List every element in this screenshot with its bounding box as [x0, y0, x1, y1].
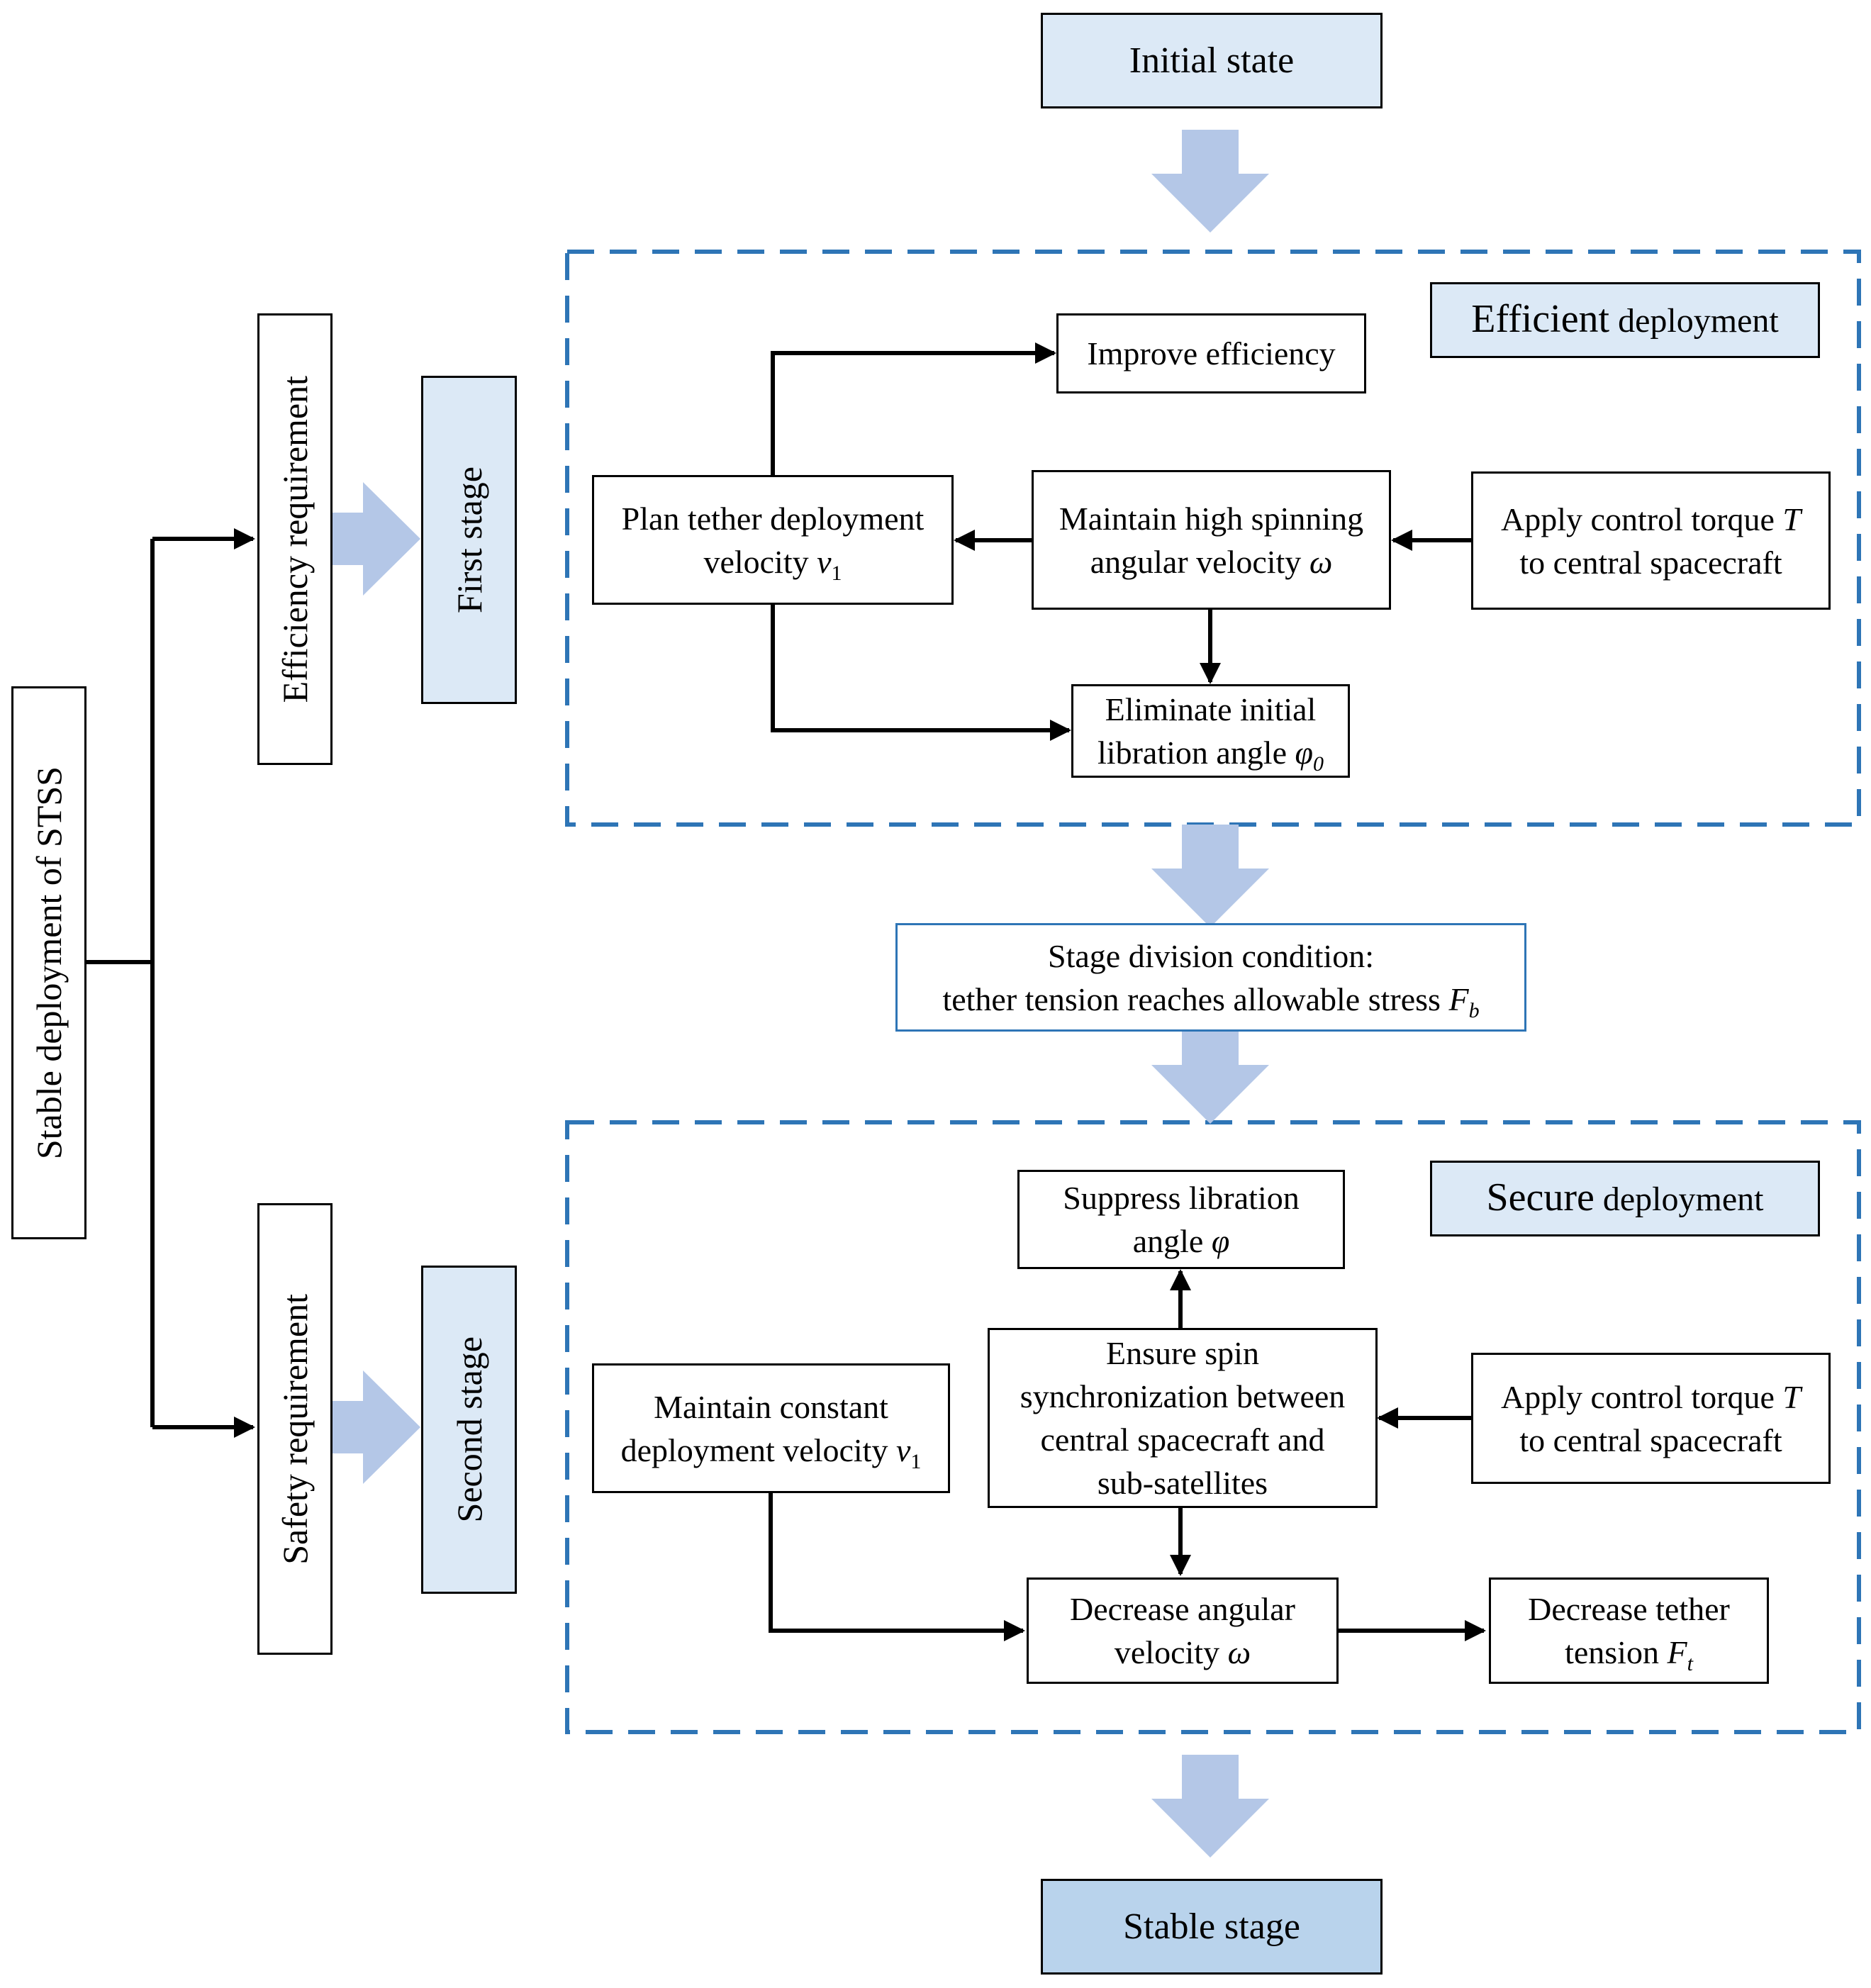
suppress-libration-line2: angle φ — [1132, 1223, 1230, 1259]
suppress-libration-node: Suppress libration angle φ — [1017, 1170, 1345, 1269]
ensure-spin-line1: Ensure spin — [1106, 1335, 1259, 1371]
root-node: Stable deployment of STSS — [11, 686, 86, 1239]
flow-plan-to-eliminate — [771, 605, 1071, 741]
plan-velocity-line1: Plan tether deployment — [621, 500, 925, 537]
improve-efficiency-node: Improve efficiency — [1056, 313, 1366, 393]
ensure-spin-line4: sub-satellites — [1097, 1465, 1268, 1501]
maintain-constant-velocity-node: Maintain constant deployment velocity v1 — [592, 1363, 950, 1493]
second-stage-label: Second stage — [449, 1336, 489, 1523]
efficiency-requirement-node: Efficiency requirement — [257, 313, 333, 765]
safety-requirement-label: Safety requirement — [275, 1293, 315, 1565]
decrease-angular-line2: velocity ω — [1114, 1634, 1251, 1670]
down-arrow-after-first — [1151, 825, 1269, 927]
decrease-tension-node: Decrease tether tension Ft — [1489, 1577, 1769, 1684]
ensure-spin-sync-node: Ensure spin synchronization between cent… — [988, 1328, 1378, 1508]
stage-division-line1: Stage division condition: — [1048, 937, 1374, 974]
efficiency-requirement-label: Efficiency requirement — [275, 375, 315, 703]
down-arrow-stable — [1151, 1755, 1269, 1858]
improve-efficiency-label: Improve efficiency — [1087, 335, 1336, 372]
second-stage-node: Second stage — [421, 1266, 517, 1594]
apply-torque-node-second: Apply control torque T to central spacec… — [1471, 1353, 1831, 1484]
apply-torque-first-line1: Apply control torque T — [1501, 501, 1801, 537]
right-arrow-second-stage — [332, 1370, 420, 1484]
eliminate-libration-node: Eliminate initial libration angle φ0 — [1071, 684, 1350, 778]
first-stage-node: First stage — [421, 376, 517, 704]
eliminate-libration-line1: Eliminate initial — [1105, 691, 1317, 727]
maintain-spinning-line2: angular velocity ω — [1090, 543, 1333, 580]
apply-torque-second-line1: Apply control torque T — [1501, 1378, 1801, 1415]
first-stage-label: First stage — [449, 467, 489, 613]
flow-plan-to-improve — [771, 342, 1056, 475]
safety-requirement-node: Safety requirement — [257, 1203, 333, 1655]
stage-division-line2: tether tension reaches allowable stress … — [942, 981, 1480, 1022]
ensure-spin-line2: synchronization between — [1020, 1378, 1346, 1414]
secure-header-big: Secure — [1486, 1176, 1594, 1219]
right-arrow-first-stage — [332, 482, 420, 596]
stable-stage-node: Stable stage — [1041, 1879, 1383, 1975]
maintain-constant-line1: Maintain constant — [654, 1388, 888, 1425]
initial-state-node: Initial state — [1041, 13, 1383, 108]
maintain-constant-line2: deployment velocity v1 — [620, 1431, 922, 1473]
decrease-angular-line1: Decrease angular — [1070, 1591, 1295, 1627]
efficient-header-big: Efficient — [1471, 297, 1610, 341]
down-arrow-initial — [1151, 130, 1269, 233]
flow-constant-to-decrease-angular — [769, 1489, 1025, 1641]
efficient-deployment-header: Efficient deployment — [1430, 282, 1820, 358]
decrease-tension-line1: Decrease tether — [1528, 1591, 1730, 1627]
secure-deployment-frame — [565, 1120, 1861, 1734]
suppress-libration-line1: Suppress libration — [1063, 1180, 1300, 1216]
decrease-angular-node: Decrease angular velocity ω — [1027, 1577, 1339, 1684]
secure-deployment-header: Secure deployment — [1430, 1161, 1820, 1236]
eliminate-libration-line2: libration angle φ0 — [1098, 735, 1324, 776]
ensure-spin-line3: central spacecraft and — [1040, 1422, 1325, 1458]
maintain-spinning-line1: Maintain high spinning — [1059, 500, 1364, 537]
stage-division-node: Stage division condition: tether tension… — [895, 923, 1526, 1032]
plan-velocity-line2: velocity v1 — [703, 543, 842, 585]
secure-header-small: deployment — [1594, 1180, 1764, 1218]
decrease-tension-line2: tension Ft — [1565, 1634, 1693, 1676]
efficient-header-small: deployment — [1609, 302, 1779, 340]
maintain-spinning-node: Maintain high spinning angular velocity … — [1032, 470, 1391, 610]
down-arrow-after-division — [1151, 1032, 1269, 1124]
root-label: Stable deployment of STSS — [29, 766, 69, 1160]
apply-torque-second-line2: to central spacecraft — [1519, 1422, 1782, 1458]
apply-torque-first-line2: to central spacecraft — [1519, 544, 1782, 581]
apply-torque-node-first: Apply control torque T to central spacec… — [1471, 471, 1831, 610]
initial-state-label: Initial state — [1129, 40, 1295, 81]
plan-velocity-node: Plan tether deployment velocity v1 — [592, 475, 954, 605]
stable-stage-label: Stable stage — [1123, 1906, 1300, 1947]
